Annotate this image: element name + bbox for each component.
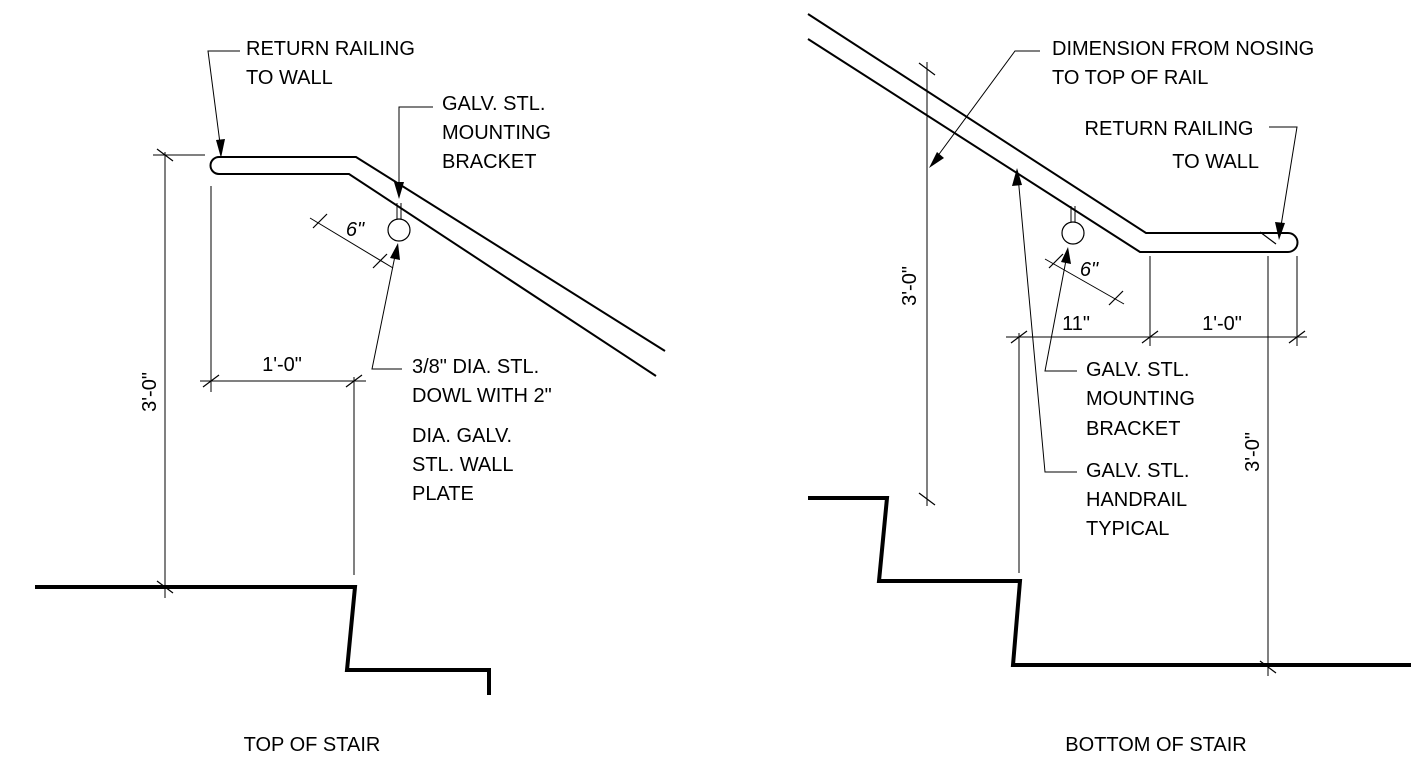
top-bracket-dim-label: 6": [346, 219, 365, 241]
bottom-return-railing-note: RETURN RAILING TO WALL: [1085, 118, 1259, 173]
bottom-height-dimension-left: 3'-0": [899, 62, 936, 506]
top-bracket-leader: [394, 106, 433, 199]
bottom-bracket-dimension: 6": [1044, 253, 1125, 306]
top-height-dim-label: 3'-0": [139, 372, 161, 412]
bottom-mounting-bracket: [1061, 206, 1085, 245]
top-extension-dim-label: 1'-0": [262, 354, 302, 376]
bottom-height-dim-left-label: 3'-0": [899, 266, 921, 306]
bottom-extension-dim-label: 1'-0": [1202, 313, 1242, 335]
bottom-height-dim-right-label: 3'-0": [1242, 432, 1264, 472]
bottom-handrail-note: GALV. STL. HANDRAIL TYPICAL: [1086, 460, 1195, 540]
bottom-handrail-leader: [1012, 168, 1077, 473]
top-mounting-bracket: [387, 203, 411, 242]
top-stair-profile: [35, 585, 491, 695]
bottom-bracket-leader: [1044, 247, 1077, 372]
bottom-offset-dim-label: 11": [1062, 313, 1090, 335]
top-return-railing-leader: [207, 50, 240, 158]
bottom-dimension-note: DIMENSION FROM NOSING TO TOP OF RAIL: [1052, 38, 1320, 89]
top-extension-dimension: 1'-0": [200, 186, 366, 575]
top-dowel-leader: [371, 243, 402, 370]
top-bracket-dimension: 6": [309, 213, 394, 269]
bottom-of-stair-detail: 3'-0" 3'-0" 11" 1'-0" 6": [807, 13, 1411, 756]
bottom-return-railing-leader: [1269, 126, 1298, 240]
top-bracket-note: GALV. STL. MOUNTING BRACKET: [442, 93, 556, 173]
bottom-dimension-note-leader: [929, 50, 1040, 168]
top-of-stair-detail: 3'-0" 1'-0" 6" RETURN RAILING TO WALL: [35, 38, 666, 756]
top-return-railing-note: RETURN RAILING TO WALL: [246, 38, 420, 89]
bottom-bracket-note: GALV. STL. MOUNTING BRACKET: [1086, 359, 1200, 440]
top-handrail: [209, 156, 666, 377]
bottom-detail-title: BOTTOM OF STAIR: [1065, 734, 1246, 756]
bottom-stair-profile: [808, 496, 1411, 667]
top-dowel-note: 3/8" DIA. STL. DOWL WITH 2" DIA. GALV. S…: [412, 356, 557, 505]
bottom-handrail: [807, 13, 1299, 253]
top-height-dimension: 3'-0": [139, 148, 205, 598]
bottom-bracket-dim-label: 6": [1080, 259, 1099, 281]
bottom-horizontal-dimensions: 11" 1'-0": [1006, 256, 1307, 573]
bottom-height-dimension-right: 3'-0": [1242, 231, 1277, 676]
top-detail-title: TOP OF STAIR: [244, 734, 381, 756]
